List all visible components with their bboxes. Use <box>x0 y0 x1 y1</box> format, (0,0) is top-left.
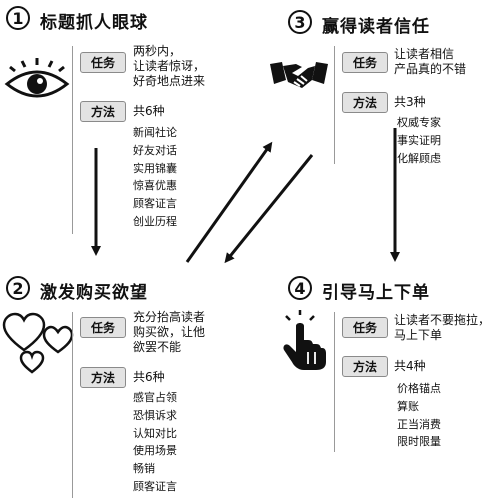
tap-hand-icon <box>283 310 326 370</box>
method-item: 算账 <box>397 399 419 413</box>
section-3-task-text: 让读者相信 产品真的不错 <box>394 47 467 76</box>
method-item: 惊喜优惠 <box>133 179 177 193</box>
section-2-method-count: 共6种 <box>133 370 165 384</box>
eye-icon <box>4 58 70 98</box>
method-item: 正当消费 <box>397 417 441 431</box>
handshake-icon <box>270 62 328 88</box>
section-4-bracket <box>334 312 335 452</box>
section-1-method-list: 新闻社论 好友对话 实用锦囊 惊喜优惠 顾客证言 创业历程 <box>133 124 177 231</box>
arrow-3-to-2 <box>224 154 314 264</box>
section-2-method-list: 感官占领 恐惧诉求 认知对比 使用场景 畅销 顾客证言 <box>133 389 177 496</box>
hearts-icon <box>2 312 74 374</box>
section-1-task-text: 两秒内， 让读者惊讶， 好奇地点进来 <box>133 44 206 88</box>
section-2-title: 激发购买欲望 <box>40 283 148 303</box>
method-item: 恐惧诉求 <box>133 408 177 422</box>
method-item: 新闻社论 <box>133 126 177 139</box>
method-item: 顾客证言 <box>133 197 177 211</box>
section-3-method-list: 权威专家 事实证明 化解顾虑 <box>397 114 441 167</box>
section-3-method-count: 共3种 <box>394 95 426 109</box>
method-item: 顾客证言 <box>133 479 177 493</box>
method-item: 价格锚点 <box>397 382 441 395</box>
method-item: 使用场景 <box>133 444 177 458</box>
section-4-title: 引导马上下单 <box>322 283 430 303</box>
section-3-title: 赢得读者信任 <box>322 17 430 37</box>
section-4-method-count: 共4种 <box>394 359 426 373</box>
section-1-method-count: 共6种 <box>133 104 165 118</box>
step-number-2: 2 <box>6 276 30 300</box>
arrow-2-to-3 <box>185 141 273 263</box>
section-1-task-label: 任务 <box>80 52 126 73</box>
section-4-method-label: 方法 <box>342 356 388 377</box>
step-number-4: 4 <box>288 276 312 300</box>
method-item: 限时限量 <box>397 435 441 449</box>
section-2-method-label: 方法 <box>80 367 126 388</box>
section-1-method-label: 方法 <box>80 101 126 122</box>
step-number-3: 3 <box>288 10 312 34</box>
method-item: 畅销 <box>133 462 155 476</box>
section-2-bracket <box>72 312 73 498</box>
section-2-task-label: 任务 <box>80 317 126 338</box>
section-3-bracket <box>334 46 335 164</box>
step-number-1: 1 <box>6 6 30 30</box>
section-4-task-label: 任务 <box>342 317 388 338</box>
method-item: 实用锦囊 <box>133 161 177 175</box>
method-item: 创业历程 <box>133 214 177 228</box>
method-item: 事实证明 <box>397 133 441 147</box>
section-3-method-label: 方法 <box>342 92 388 113</box>
method-item: 好友对话 <box>133 143 177 157</box>
section-3-task-label: 任务 <box>342 52 388 73</box>
method-item: 感官占领 <box>133 391 177 404</box>
method-item: 权威专家 <box>397 116 441 129</box>
section-1-bracket <box>72 46 73 234</box>
section-1-title: 标题抓人眼球 <box>40 13 148 33</box>
section-4-task-text: 让读者不要拖拉， 马上下单 <box>394 313 491 342</box>
method-item: 认知对比 <box>133 426 177 440</box>
method-item: 化解顾虑 <box>397 151 441 165</box>
section-4-method-list: 价格锚点 算账 正当消费 限时限量 <box>397 380 441 451</box>
section-2-task-text: 充分抬高读者 购买欲，让他 欲罢不能 <box>133 310 206 354</box>
